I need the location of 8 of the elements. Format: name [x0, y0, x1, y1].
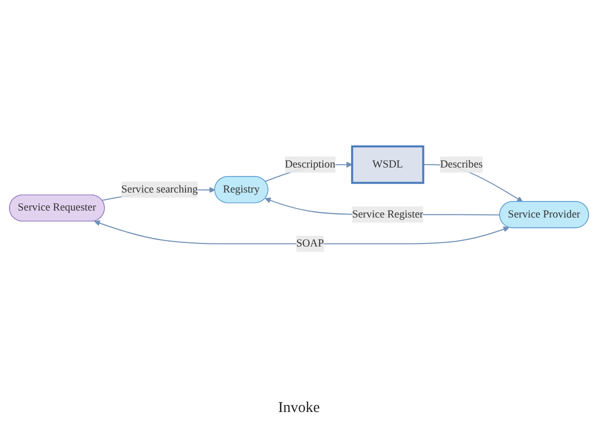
- node-box: WSDL: [351, 145, 424, 184]
- arrow: [94, 220, 510, 244]
- note-text: Invoke: [278, 400, 320, 417]
- edge-label: Description: [284, 158, 336, 170]
- edge-label: SOAP: [296, 238, 324, 250]
- edge-label: Service searching: [121, 183, 198, 195]
- edge-label: Service Register: [352, 208, 424, 220]
- edge-label: Describes: [440, 158, 483, 170]
